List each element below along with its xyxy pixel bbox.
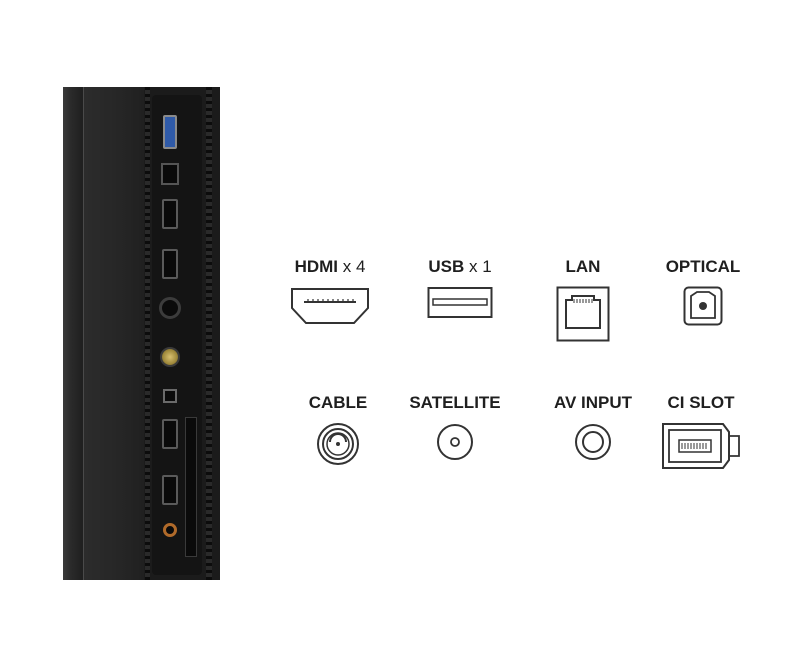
cable-port	[159, 297, 181, 319]
tv-body	[84, 87, 144, 580]
lan-label: LAN	[565, 257, 601, 276]
hdmi-count: x 4	[342, 257, 366, 276]
satellite-label: SATELLITE	[409, 393, 501, 412]
usb-icon	[427, 287, 493, 318]
ci-slot-label: CI SLOT	[667, 393, 735, 412]
optical-icon	[683, 286, 723, 326]
legend-av-input: AV INPUT	[533, 392, 653, 462]
legend-satellite: SATELLITE	[395, 392, 515, 462]
hdmi-icon	[291, 288, 369, 324]
av-input-icon	[575, 424, 611, 460]
legend-ci-slot: CI SLOT	[641, 392, 761, 470]
hdmi-label: HDMI	[294, 257, 339, 276]
vent-grille-left	[145, 87, 150, 580]
lan-icon	[556, 286, 610, 342]
legend-lan: LAN	[523, 256, 643, 342]
usb-count: x 1	[468, 257, 492, 276]
optical-label: OPTICAL	[665, 257, 741, 276]
usb-port	[163, 115, 177, 149]
cable-label: CABLE	[308, 393, 368, 412]
legend-cable: CABLE	[278, 392, 398, 466]
tv-side-panel	[63, 87, 220, 580]
satellite-port	[160, 347, 180, 367]
vent-grille-right	[206, 87, 212, 580]
hdmi-port-1	[162, 199, 178, 229]
av-input-port	[163, 523, 177, 537]
optical-port	[163, 389, 177, 403]
tv-frame-edge	[63, 87, 84, 580]
legend-hdmi: HDMI x 4	[270, 256, 390, 326]
hdmi-port-4	[162, 475, 178, 505]
hdmi-port-2	[162, 249, 178, 279]
legend-usb: USB x 1	[400, 256, 520, 320]
av-input-label: AV INPUT	[553, 393, 633, 412]
usb-label: USB	[428, 257, 465, 276]
ci-slot-icon	[662, 423, 740, 469]
satellite-icon	[437, 424, 473, 460]
ci-slot	[185, 417, 197, 557]
hdmi-port-3	[162, 419, 178, 449]
cable-icon	[317, 423, 359, 465]
lan-port	[161, 163, 179, 185]
legend-optical: OPTICAL	[643, 256, 763, 326]
